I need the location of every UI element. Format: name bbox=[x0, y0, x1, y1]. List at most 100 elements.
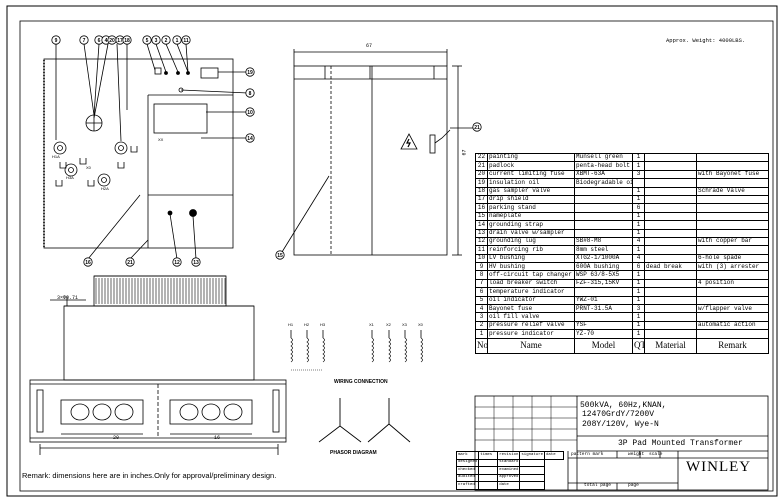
callout-top-11: 11 bbox=[181, 35, 191, 45]
approx-weight: Approx. Weight: 4000LBS. bbox=[666, 37, 746, 44]
bom-cell-model bbox=[574, 287, 633, 297]
bom-cell-remark bbox=[696, 287, 769, 297]
bom-cell-material bbox=[644, 152, 697, 163]
bom-cell-material bbox=[644, 211, 697, 222]
bom-cell-qty: 1 bbox=[632, 278, 645, 289]
bom-cell-material bbox=[644, 245, 697, 255]
side-dim-right: 67 bbox=[461, 149, 468, 156]
bom-cell-qty: 1 bbox=[632, 312, 645, 322]
bom-cell-qty: 6 bbox=[632, 203, 645, 213]
bom-cell-model: PRNT-31.5A bbox=[574, 304, 633, 314]
bom-cell-name: nameplate bbox=[487, 211, 575, 222]
bom-cell-name: grounding strap bbox=[487, 220, 575, 230]
bom-cell-qty: 1 bbox=[632, 270, 645, 280]
callout-right-14: 14 bbox=[245, 133, 255, 143]
bom-cell-model bbox=[574, 211, 633, 222]
label-h1a: H1A bbox=[52, 154, 60, 159]
svg-text:3: 3 bbox=[155, 38, 158, 44]
revision-cell bbox=[519, 481, 546, 490]
bom-cell-no: 9 bbox=[475, 262, 488, 272]
bom-cell-remark bbox=[696, 245, 769, 255]
side-view bbox=[281, 49, 474, 256]
total-page-label: total page bbox=[584, 483, 612, 488]
svg-text:20: 20 bbox=[109, 38, 115, 44]
lv-dimension: 3×Φ0.71 bbox=[57, 295, 79, 301]
bom-cell-name: painting bbox=[487, 152, 575, 163]
callout-bottom-16: 16 bbox=[83, 257, 93, 267]
revision-cell: standard bbox=[497, 458, 521, 467]
callout-top-7: 7 bbox=[79, 35, 89, 45]
bom-cell-name: off-circuit tap changer bbox=[487, 270, 575, 280]
bom-header-model: Model bbox=[574, 337, 633, 354]
revision-cell: approved bbox=[497, 473, 521, 482]
svg-text:17: 17 bbox=[117, 38, 123, 44]
bom-cell-model: XTG2-1/1000A bbox=[574, 253, 633, 264]
bom-cell-remark bbox=[696, 312, 769, 322]
bom-cell-name: padlock bbox=[487, 161, 575, 171]
bom-cell-model: YWZ-01 bbox=[574, 295, 633, 306]
svg-text:10: 10 bbox=[247, 110, 253, 116]
callout-right-10: 10 bbox=[245, 107, 255, 117]
bom-cell-qty: 1 bbox=[632, 152, 645, 163]
bom-cell-model bbox=[574, 194, 633, 205]
bom-cell-remark: with Bayonet fuse bbox=[696, 169, 769, 180]
bom-cell-name: insulation oil bbox=[487, 178, 575, 188]
front-view bbox=[43, 43, 249, 260]
revision-header-cell: mark bbox=[455, 451, 480, 460]
page-label: page bbox=[628, 483, 639, 488]
bom-cell-name: LV bushing bbox=[487, 253, 575, 264]
bom-cell-qty: 1 bbox=[632, 161, 645, 171]
callout-side-15: 15 bbox=[275, 250, 285, 260]
bom-cell-no: 20 bbox=[475, 169, 488, 180]
svg-text:7: 7 bbox=[83, 38, 86, 44]
callout-top-9: 9 bbox=[51, 35, 61, 45]
bom-cell-model bbox=[574, 228, 633, 238]
label-h2a: H2A bbox=[101, 186, 109, 191]
bom-cell-qty: 1 bbox=[632, 245, 645, 255]
bom-cell-qty: 1 bbox=[632, 186, 645, 196]
revision-cell: date bbox=[497, 481, 521, 490]
svg-text:12: 12 bbox=[174, 260, 180, 266]
bom-cell-no: 15 bbox=[475, 211, 488, 222]
bom-cell-qty: 3 bbox=[632, 169, 645, 180]
bom-cell-name: grounding lug bbox=[487, 236, 575, 247]
bom-cell-remark bbox=[696, 220, 769, 230]
bom-cell-no: 19 bbox=[475, 178, 488, 188]
bom-cell-material bbox=[644, 287, 697, 297]
svg-text:9: 9 bbox=[55, 38, 58, 44]
svg-text:5: 5 bbox=[146, 38, 149, 44]
bom-cell-no: 1 bbox=[475, 329, 488, 339]
bom-cell-no: 2 bbox=[475, 320, 488, 331]
svg-text:15: 15 bbox=[277, 253, 283, 259]
bom-cell-model bbox=[574, 312, 633, 322]
revision-cell: examined bbox=[497, 466, 521, 475]
bom-cell-material bbox=[644, 236, 697, 247]
bom-cell-remark: 6-hole spade bbox=[696, 253, 769, 264]
plan-dim-left: 20 bbox=[113, 435, 120, 441]
bom-cell-material bbox=[644, 253, 697, 264]
bom-cell-no: 12 bbox=[475, 236, 488, 247]
bom-cell-qty: 1 bbox=[632, 287, 645, 297]
bom-cell-qty: 1 bbox=[632, 211, 645, 222]
bom-cell-qty: 1 bbox=[632, 194, 645, 205]
bom-cell-material bbox=[644, 295, 697, 306]
svg-text:21: 21 bbox=[127, 260, 133, 266]
bom-cell-qty: 3 bbox=[632, 304, 645, 314]
bom-cell-material bbox=[644, 228, 697, 238]
bom-cell-no: 11 bbox=[475, 245, 488, 255]
bom-cell-name: temperature indicator bbox=[487, 287, 575, 297]
bom-cell-material bbox=[644, 194, 697, 205]
phasor-title: PHASOR DIAGRAM bbox=[330, 450, 377, 456]
bom-cell-no: 14 bbox=[475, 220, 488, 230]
bom-cell-material bbox=[644, 329, 697, 339]
revision-cell bbox=[478, 473, 499, 482]
